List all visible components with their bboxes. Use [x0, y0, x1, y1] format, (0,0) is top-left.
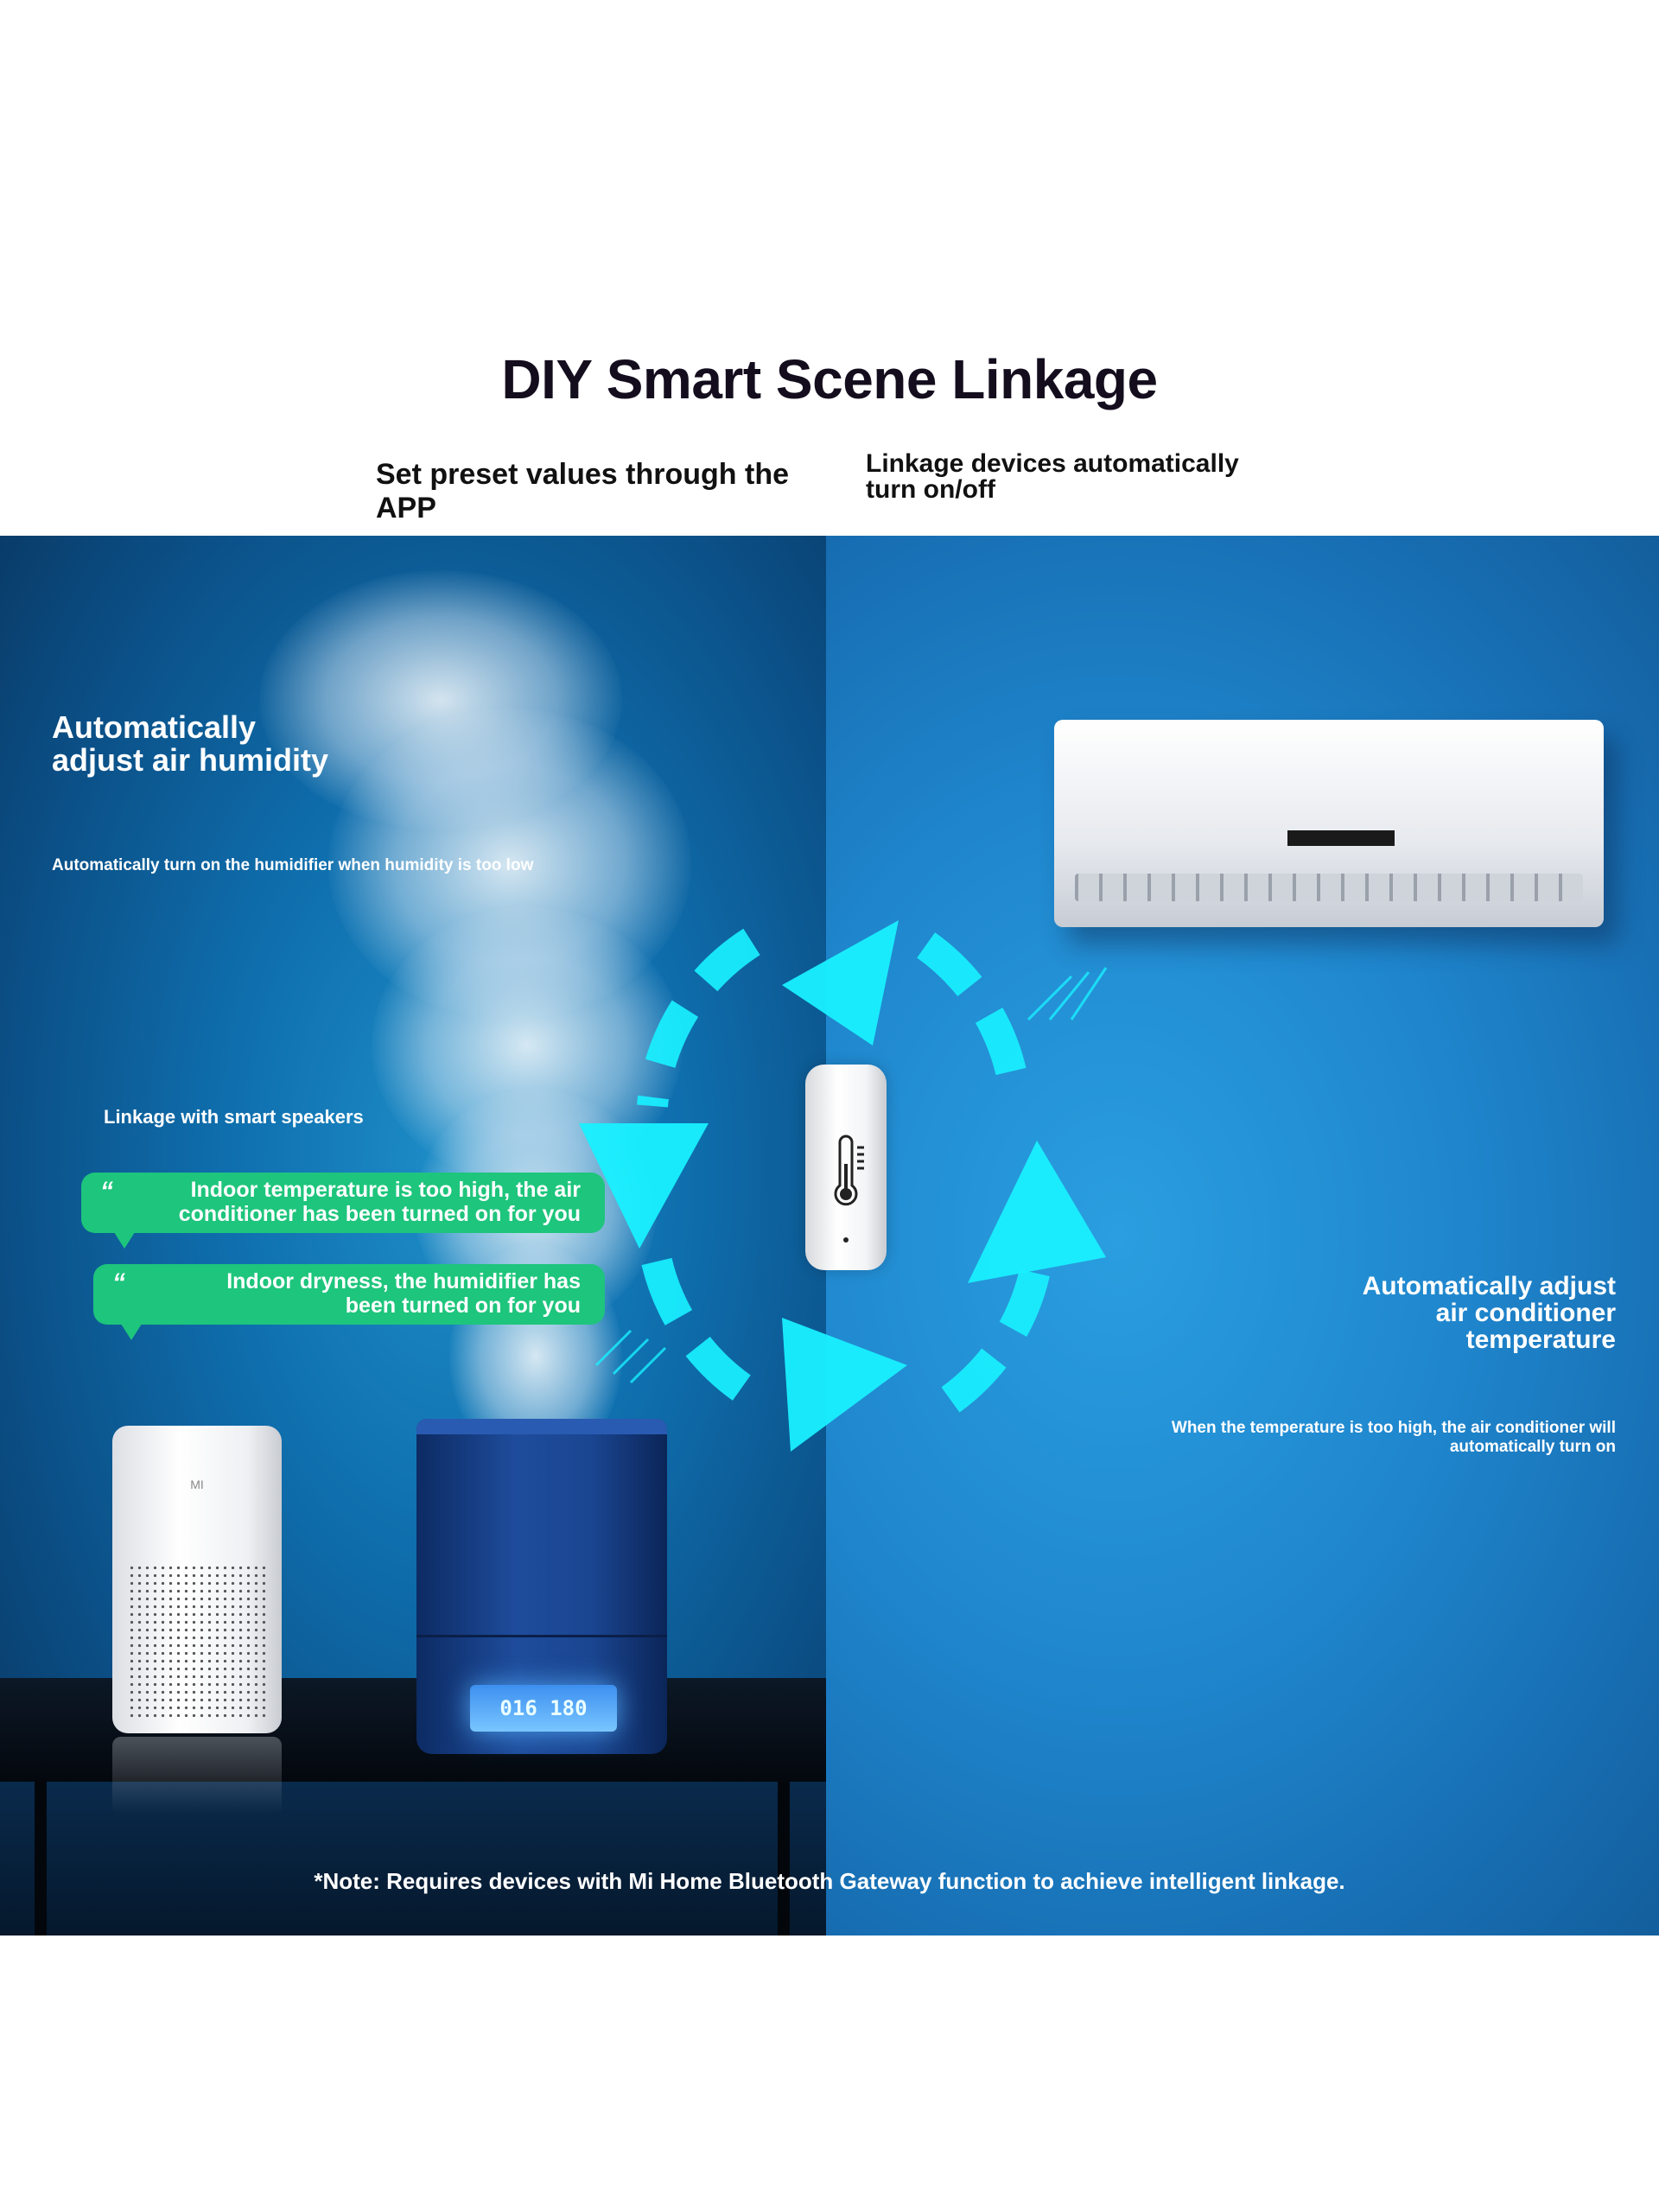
bubble-tail: [119, 1321, 143, 1340]
footer-note: *Note: Requires devices with Mi Home Blu…: [314, 1868, 1345, 1894]
mist-cloud: [259, 570, 622, 830]
speech-bubble: “ Indoor temperature is too high, the ai…: [81, 1173, 605, 1249]
speaker-brand-label: MI: [190, 1478, 204, 1491]
right-heading: Automatically adjust air conditioner tem…: [1362, 1272, 1616, 1354]
subtitle-left: Set preset values through the APP: [376, 458, 789, 524]
speech-bubble: “ Indoor dryness, the humidifier has bee…: [93, 1264, 605, 1340]
cycle-arrows: [579, 919, 1108, 1452]
table-leg: [778, 1782, 790, 1936]
humidifier: 016 180: [416, 1419, 667, 1754]
right-description: When the temperature is too high, the ai…: [1171, 1419, 1616, 1456]
humidifier-display: 016 180: [470, 1685, 617, 1732]
speakers-label: Linkage with smart speakers: [104, 1106, 364, 1128]
subtitle-right: Linkage devices automatically turn on/of…: [866, 449, 1239, 504]
bubble-tail: [112, 1230, 137, 1249]
bubble-text: Indoor dryness, the humidifier has been …: [226, 1269, 581, 1318]
page-title: DIY Smart Scene Linkage: [501, 348, 1158, 410]
thermometer-icon: [834, 1135, 864, 1206]
left-heading: Automatically adjust air humidity: [52, 709, 329, 778]
speaker-grille: [128, 1564, 266, 1719]
table-leg: [35, 1782, 47, 1936]
quote-icon: “: [100, 1177, 113, 1205]
quote-icon: “: [112, 1268, 125, 1297]
left-description: Automatically turn on the humidifier whe…: [52, 856, 534, 874]
scene-banner: MI 016 180 Automatically adjust air humi…: [0, 536, 1659, 1936]
humidifier-seam: [416, 1635, 667, 1637]
table-shadow: [0, 1782, 826, 1936]
air-conditioner: [1054, 720, 1604, 927]
humidifier-lid: [416, 1419, 667, 1434]
smart-speaker: MI: [112, 1426, 282, 1733]
temperature-humidity-sensor: [805, 1065, 887, 1270]
ac-display-badge: [1287, 830, 1395, 846]
speaker-reflection: [112, 1737, 282, 1815]
bubble-text: Indoor temperature is too high, the air …: [178, 1178, 581, 1226]
status-led: [843, 1237, 849, 1243]
ac-vent: [1075, 874, 1583, 901]
